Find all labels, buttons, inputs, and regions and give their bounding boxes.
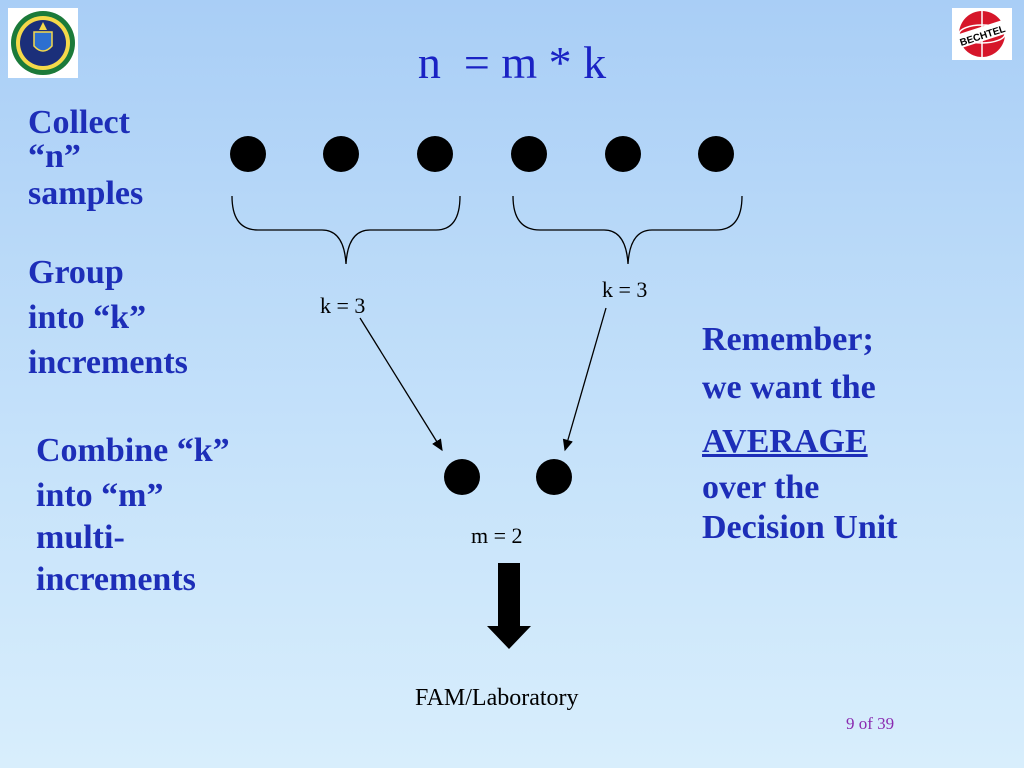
group-brace-right xyxy=(512,195,743,265)
average-emphasis: AVERAGE xyxy=(702,423,868,460)
multi-increment-dot-2 xyxy=(536,459,572,495)
collect-line-2: “n” xyxy=(28,138,81,175)
sample-dot-1 xyxy=(230,136,266,172)
combine-line-2: into “m” xyxy=(36,477,164,514)
k-label-right: k = 3 xyxy=(602,277,648,302)
destination-label: FAM/Laboratory xyxy=(415,685,579,711)
m-label: m = 2 xyxy=(471,523,523,548)
remember-text-block: Remember; we want the AVERAGE over the D… xyxy=(702,316,898,552)
collect-line-1: Collect xyxy=(28,104,130,141)
multi-increment-dot-1 xyxy=(444,459,480,495)
bechtel-globe-icon: BECHTEL xyxy=(954,11,1010,57)
remember-line-1: Remember; xyxy=(702,321,874,358)
sample-dot-4 xyxy=(511,136,547,172)
arrow-left-group xyxy=(359,317,443,452)
group-brace-left xyxy=(231,195,461,265)
remember-line-2: we want the xyxy=(702,369,876,406)
bechtel-logo: BECHTEL xyxy=(952,8,1012,60)
k-label-left: k = 3 xyxy=(320,293,366,318)
page-title: n = m * k xyxy=(417,37,607,88)
collect-line-3: samples xyxy=(28,175,144,212)
doe-seal-icon xyxy=(11,11,75,75)
combine-line-1: Combine “k” xyxy=(36,432,230,469)
combine-line-4: increments xyxy=(36,561,196,598)
combine-text-block: Combine “k” into “m” multi- increments xyxy=(36,428,230,602)
down-arrow-icon xyxy=(487,563,531,649)
group-line-1: Group xyxy=(28,254,124,291)
sample-dot-6 xyxy=(698,136,734,172)
sample-dot-3 xyxy=(417,136,453,172)
group-text-block: Group into “k” increments xyxy=(28,250,188,385)
group-line-3: increments xyxy=(28,344,188,381)
remember-line-4: over the xyxy=(702,469,820,506)
collect-text-block: Collect “n” samples xyxy=(28,104,143,212)
combine-line-3: multi- xyxy=(36,519,125,556)
doe-seal-logo xyxy=(8,8,78,78)
page-number: 9 of 39 xyxy=(846,714,895,733)
group-line-2: into “k” xyxy=(28,299,147,336)
sample-dot-2 xyxy=(323,136,359,172)
remember-line-5: Decision Unit xyxy=(702,509,898,546)
sample-dot-5 xyxy=(605,136,641,172)
arrow-right-group xyxy=(562,307,607,452)
